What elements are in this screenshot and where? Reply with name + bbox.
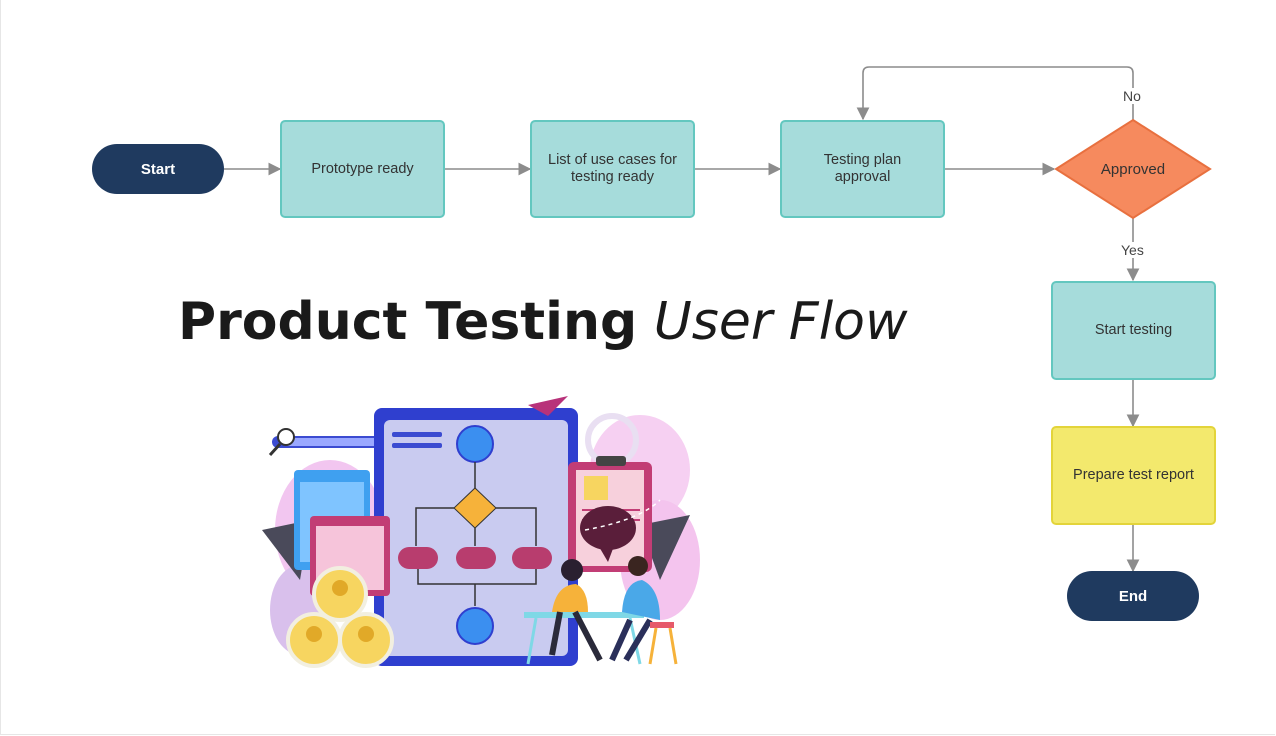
- use-cases-ready-node: List of use cases for testing ready: [530, 120, 695, 218]
- testing-plan-node: Testing plan approval: [780, 120, 945, 218]
- title-bold: Product Testing: [178, 292, 638, 352]
- prepare-report-node: Prepare test report: [1051, 426, 1216, 525]
- prototype-ready-label: Prototype ready: [311, 160, 414, 177]
- approved-label: Approved: [1100, 160, 1166, 178]
- testing-plan-label: Testing plan approval: [823, 152, 902, 185]
- edge-label-no: No: [1121, 88, 1143, 104]
- approved-decision-node: [1054, 118, 1212, 220]
- start-testing-node: Start testing: [1051, 281, 1216, 380]
- start-label: Start: [140, 160, 176, 178]
- prototype-ready-node: Prototype ready: [280, 120, 445, 218]
- start-node: Start: [92, 144, 224, 194]
- product-testing-illustration-icon: [262, 396, 700, 668]
- title-italic: User Flow: [653, 292, 908, 352]
- start-testing-label: Start testing: [1094, 322, 1173, 338]
- end-label: End: [1118, 587, 1148, 605]
- prepare-report-label: Prepare test report: [1073, 467, 1194, 483]
- edge-approved-no-loop: [856, 66, 1134, 121]
- page-title: Product Testing User Flow: [178, 290, 908, 354]
- edge-label-yes: Yes: [1119, 242, 1146, 258]
- end-node: End: [1067, 571, 1199, 621]
- use-cases-ready-label: List of use cases for testing ready: [548, 152, 677, 185]
